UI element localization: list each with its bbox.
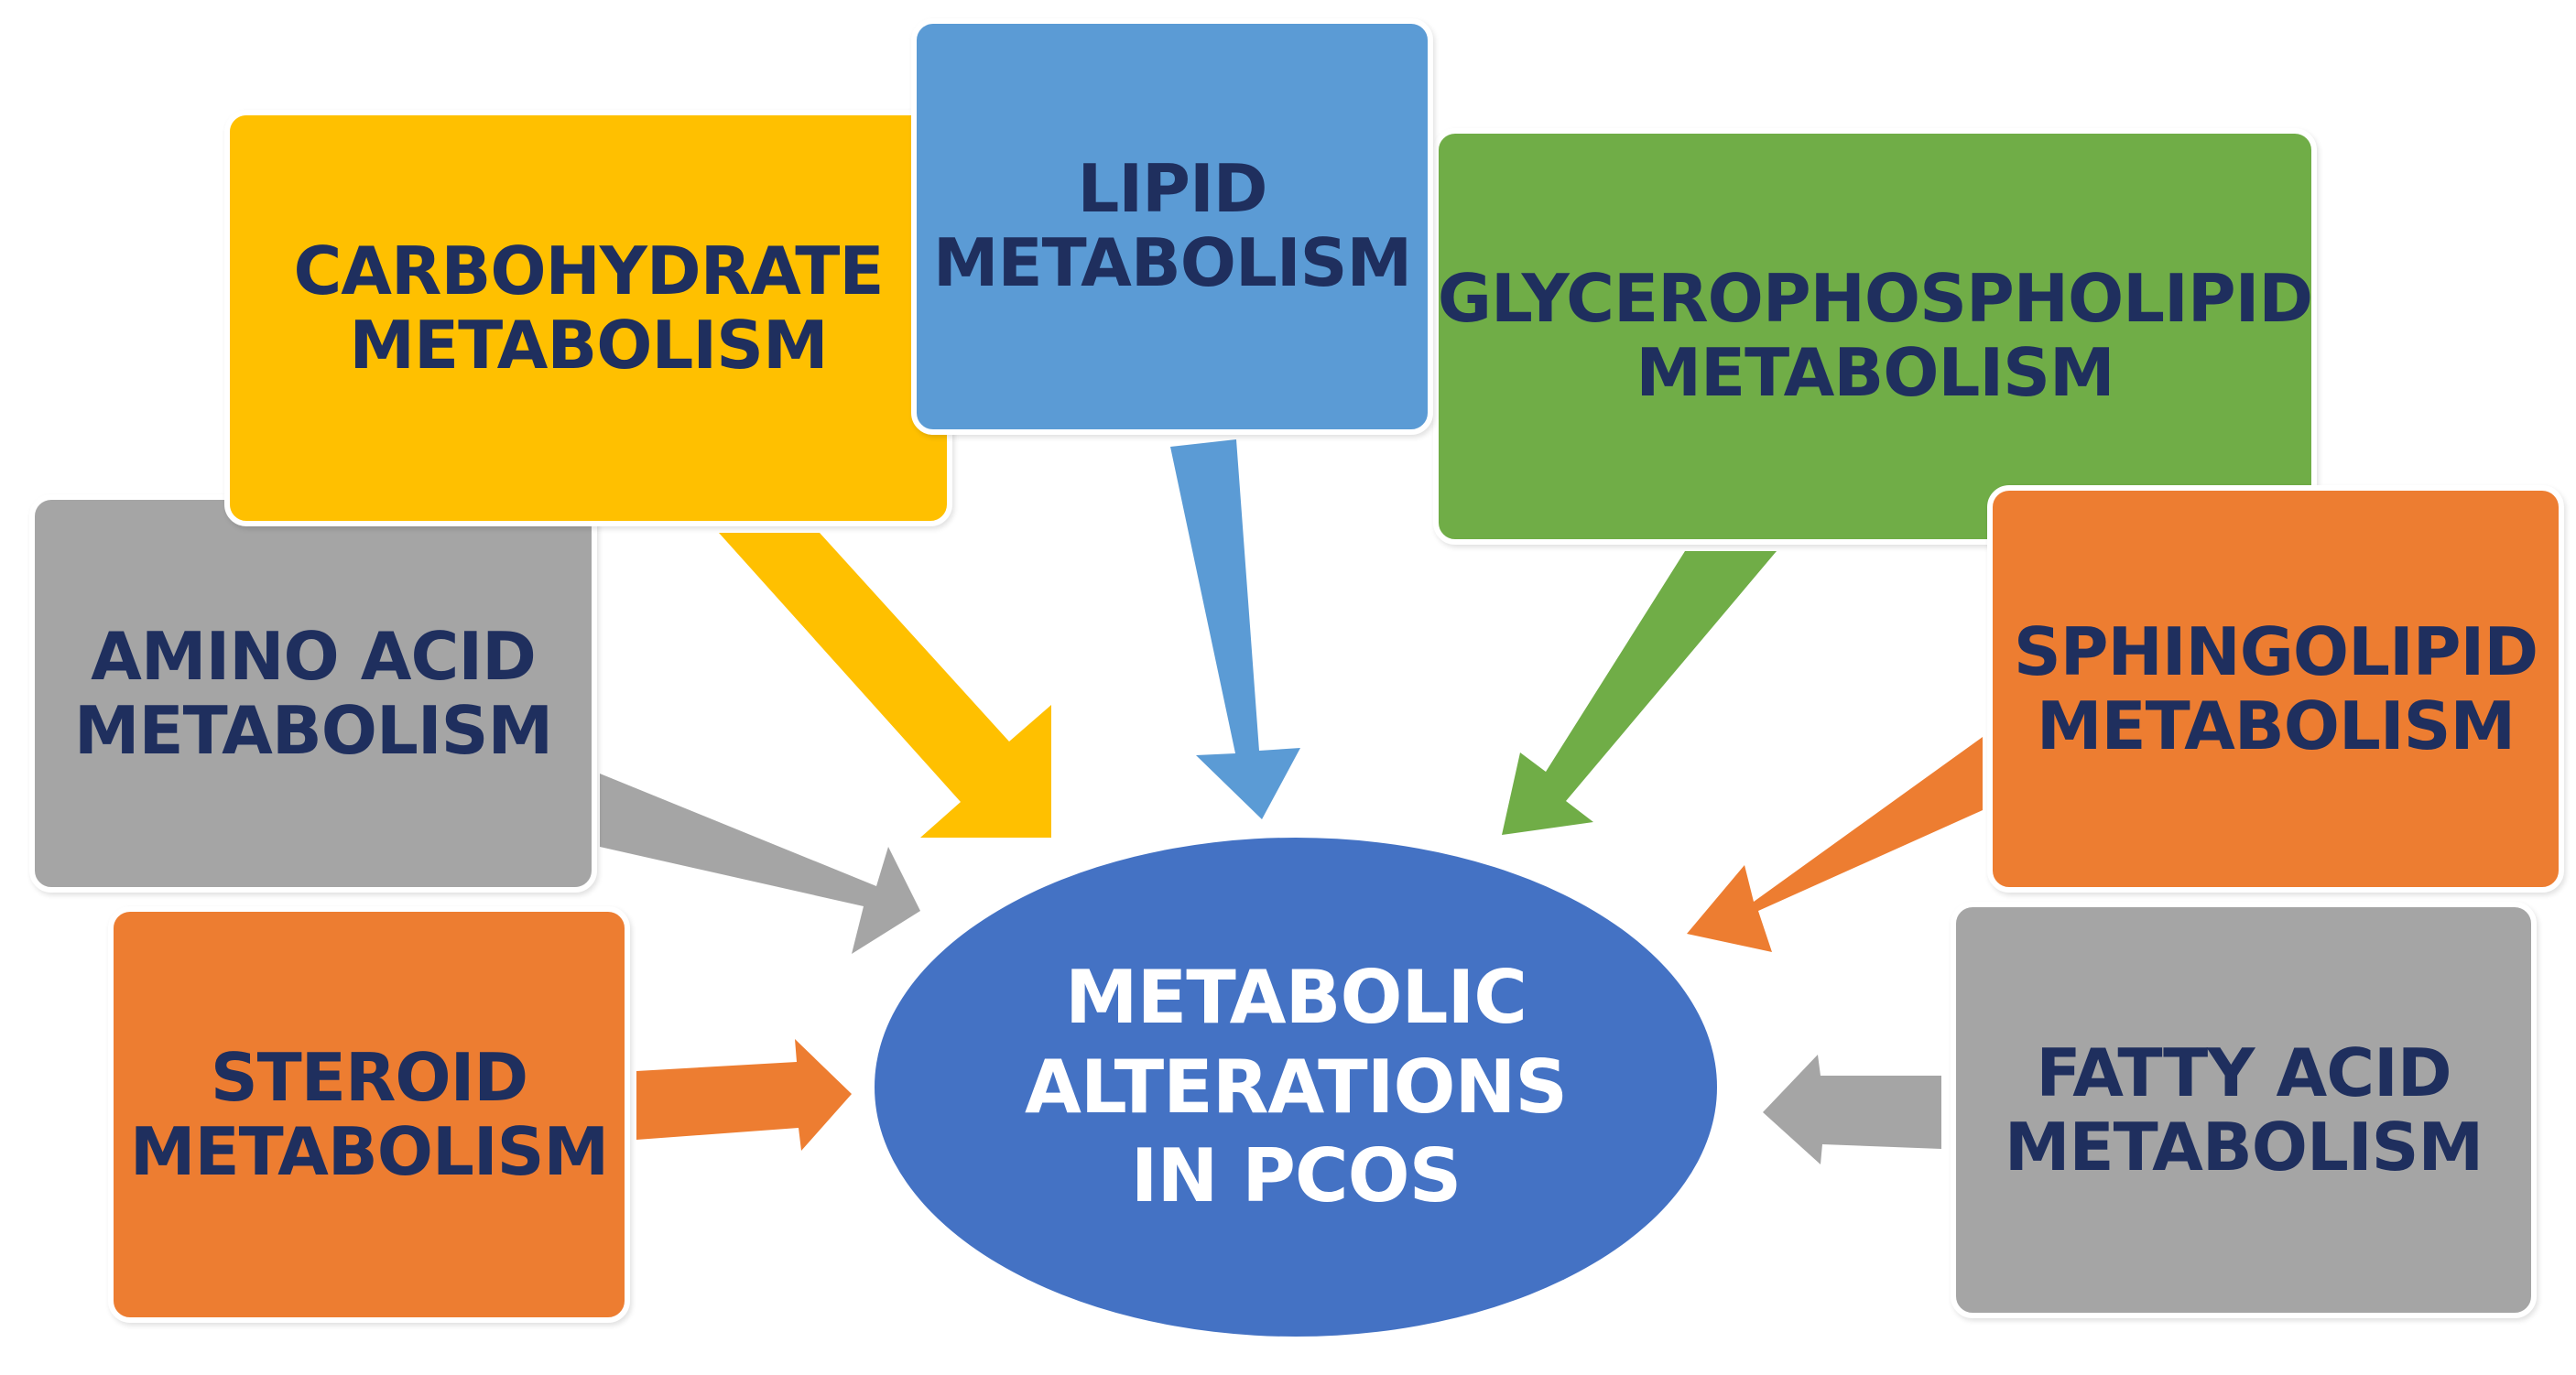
center-node-label: METABOLIC ALTERATIONS IN PCOS <box>1024 955 1568 1219</box>
node-carbohydrate-metabolism: CARBOHYDRATE METABOLISM <box>224 110 952 526</box>
node-glycerophospholipid-metabolism: GLYCEROPHOSPHOLIPID METABOLISM <box>1433 128 2317 545</box>
arrow-carb <box>719 533 1051 838</box>
node-label: AMINO ACID METABOLISM <box>73 617 553 769</box>
node-sphingolipid-metabolism: SPHINGOLIPID METABOLISM <box>1987 485 2564 893</box>
center-node-metabolic-alterations: METABOLIC ALTERATIONS IN PCOS <box>875 838 1717 1337</box>
node-amino-acid-metabolism: AMINO ACID METABOLISM <box>29 494 597 893</box>
arrow-fatty <box>1763 1055 1941 1164</box>
arrow-glycero <box>1502 551 1777 835</box>
node-steroid-metabolism: STEROID METABOLISM <box>108 906 630 1323</box>
arrow-lipid <box>1170 439 1300 819</box>
node-label: SPHINGOLIPID METABOLISM <box>2013 612 2538 764</box>
arrow-sphingo <box>1687 737 1983 952</box>
node-label: GLYCEROPHOSPHOLIPID METABOLISM <box>1437 260 2313 411</box>
node-lipid-metabolism: LIPID METABOLISM <box>911 18 1433 435</box>
node-label: FATTY ACID METABOLISM <box>2004 1034 2484 1186</box>
node-label: CARBOHYDRATE METABOLISM <box>293 233 884 384</box>
arrow-steroid <box>636 1039 852 1151</box>
arrow-amino <box>600 774 920 954</box>
node-fatty-acid-metabolism: FATTY ACID METABOLISM <box>1951 902 2537 1318</box>
node-label: LIPID METABOLISM <box>932 150 1412 301</box>
node-label: STEROID METABOLISM <box>129 1038 609 1190</box>
